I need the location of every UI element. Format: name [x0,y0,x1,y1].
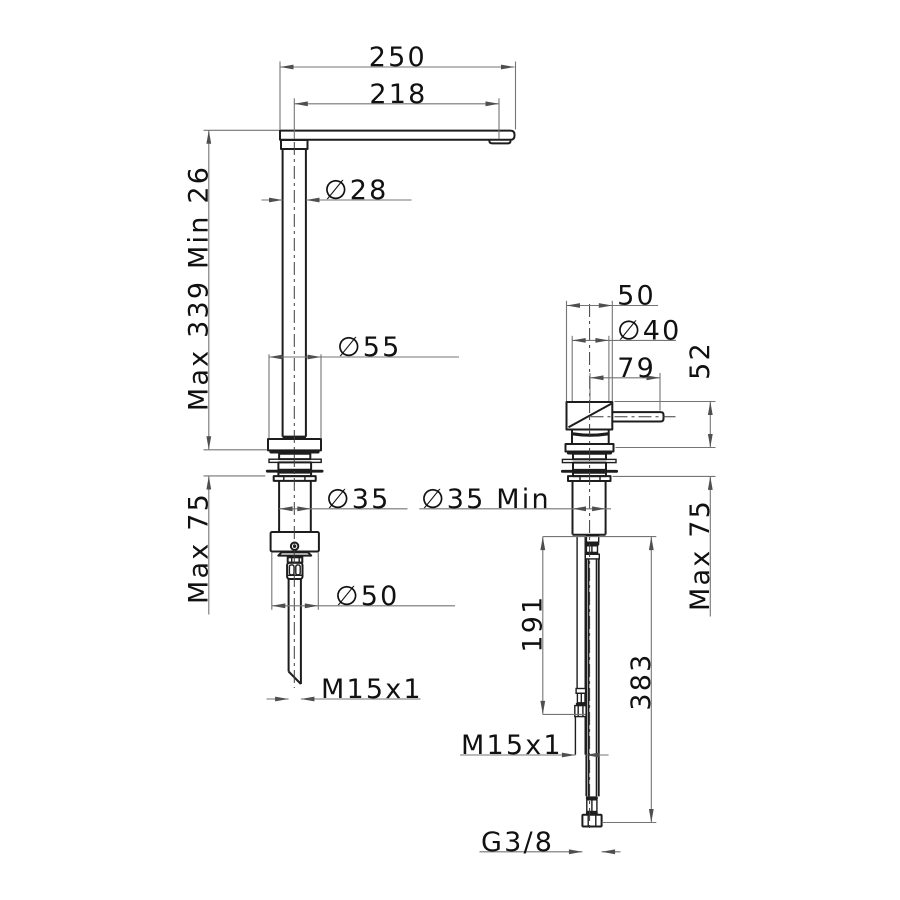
dimension-arrowhead [269,197,283,203]
dim-label-shank-side: ∅35 Min [421,484,551,515]
dim-label-hose-short: 191 [517,594,548,652]
hose-port-1 [288,564,295,576]
front-hose-band-1 [584,542,600,546]
back-hose-band [575,702,587,706]
dim-label-neck-diameter: ∅40 [617,315,681,346]
dim-label-handle-height: 52 [685,341,716,380]
dimension-labels: 250 218 ∅28 Max 339 Min 26 ∅55 Max 75 ∅3… [183,42,716,858]
dim-label-deck-front: Max 75 [183,492,214,604]
dimension-arrowhead [598,303,613,308]
dimension-arrowhead [304,603,319,609]
dimension-arrowhead [572,338,586,343]
hose-port-housing [286,561,304,580]
neck-seam-band [572,432,609,437]
dim-label-hose-thread: M15x1 [461,730,563,761]
dimension-arrowhead [294,101,308,107]
dimension-arrowhead [707,401,713,415]
set-screw-inner [292,544,297,548]
dim-label-shank-front: ∅35 [326,484,390,515]
dimension-arrowhead [271,603,286,609]
dim-label-reach-spout: 218 [369,79,427,110]
dimension-arrowhead [707,476,713,490]
dimension-arrowhead [269,354,283,360]
dimension-arrowhead [561,752,576,758]
dimensions-side [419,300,716,855]
dim-label-hose-long: 383 [626,652,657,710]
dimension-arrowhead [206,476,212,490]
back-hose-step [575,687,587,695]
dim-label-tail-thread: M15x1 [321,674,423,705]
spout-outline [279,129,516,141]
dimension-arrowhead [540,700,546,715]
dimension-arrowhead [707,434,713,448]
dimension-arrowhead [601,849,616,855]
dimension-arrowhead [485,101,499,107]
aerator-outline [488,139,512,145]
dimension-arrowhead [275,696,289,702]
side-view [561,304,676,831]
dimension-arrowhead [595,338,609,343]
dimension-arrowhead [501,64,515,70]
front-hose-step [585,535,600,543]
dimensions-front [203,61,517,702]
dim-label-deck-side: Max 75 [685,499,716,611]
dimension-arrowhead [300,696,315,702]
front-view [265,129,516,688]
dim-label-lever-length: 79 [617,353,656,384]
dim-label-base-diameter: ∅55 [337,332,401,363]
set-screw-outer [289,541,300,551]
dim-label-height-range: Max 339 Min 26 [183,165,214,411]
dimension-arrowhead [590,375,604,381]
dim-label-block-diameter: ∅50 [335,581,399,612]
dim-label-body-width: 50 [617,281,656,312]
dimension-arrowhead [206,436,212,450]
dimension-arrowhead [592,506,606,512]
dimension-arrowhead [297,506,311,512]
front-hose-end-band-1 [585,796,598,800]
handle-body-seam [568,402,612,429]
dimension-arrowhead [566,303,580,308]
dim-label-reach-overall: 250 [369,42,427,73]
dimension-arrowhead [307,354,321,360]
front-hose-collar [584,553,601,560]
supply-nut [581,813,603,828]
dimension-arrowhead [540,536,546,551]
dimension-arrowhead [206,130,212,144]
dimension-arrowhead [279,506,293,512]
dimension-arrowhead [648,809,654,823]
dimension-arrowhead [280,64,294,70]
hose-port-2 [295,564,301,576]
dimension-arrowhead [568,849,583,855]
dim-label-spout-pipe-diameter: ∅28 [324,175,388,206]
dimension-arrowhead [572,506,586,512]
dim-label-supply-thread: G3/8 [481,827,554,858]
dimension-arrowhead [306,197,320,203]
dimension-arrowhead [648,536,654,551]
